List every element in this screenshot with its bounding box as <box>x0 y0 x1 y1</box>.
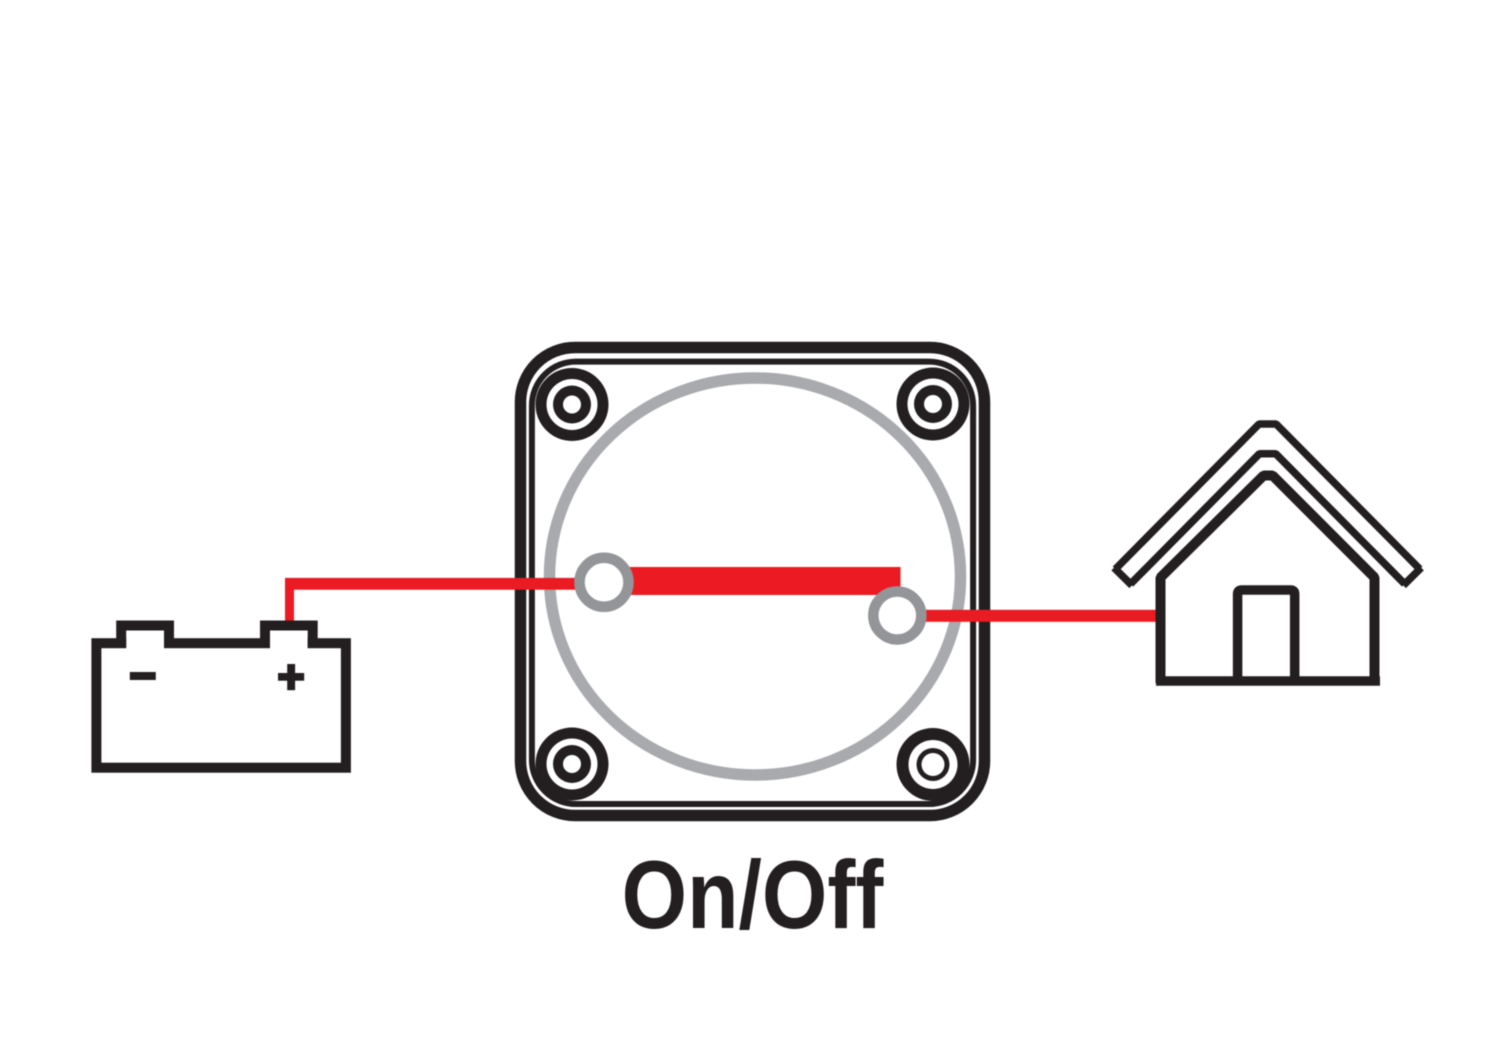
svg-text:On/Off: On/Off <box>622 842 885 950</box>
